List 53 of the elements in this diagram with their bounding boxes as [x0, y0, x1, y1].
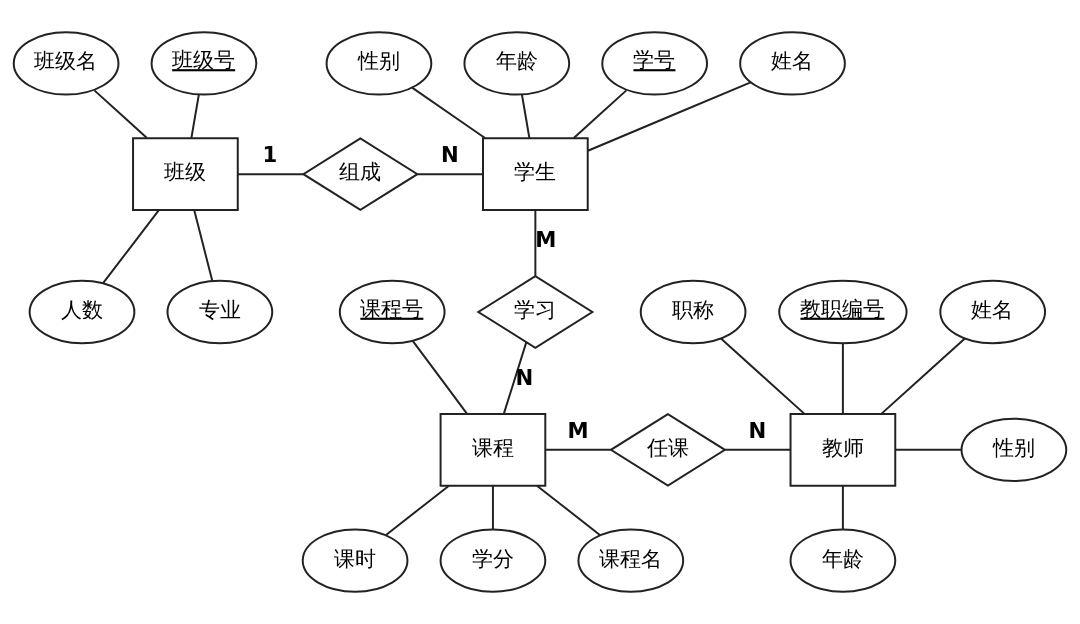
node-box: 班级	[132, 137, 239, 211]
node-box: 课程	[439, 413, 547, 487]
edge-label: N	[748, 417, 767, 443]
node-box: 学生	[482, 137, 589, 211]
edge-label: M	[567, 417, 589, 443]
edge-label: N	[515, 364, 534, 390]
connector	[719, 337, 806, 415]
node-box: 教师	[789, 413, 897, 487]
connector	[190, 93, 200, 140]
connector	[841, 484, 844, 531]
connector	[880, 337, 966, 415]
node-ellipse: 课程名	[577, 528, 685, 593]
connector	[535, 484, 601, 536]
node-ellipse: 职称	[639, 279, 747, 345]
connector	[236, 173, 305, 176]
connector	[102, 208, 161, 285]
connector	[572, 89, 628, 139]
connector	[193, 208, 214, 282]
connector	[520, 93, 531, 140]
connector	[416, 173, 484, 176]
connector	[724, 448, 792, 451]
connector	[385, 484, 450, 536]
node-ellipse: 姓名	[739, 31, 846, 96]
node-ellipse: 班级号	[150, 31, 258, 96]
connector	[502, 341, 528, 415]
connector	[544, 448, 612, 451]
node-ellipse: 年龄	[463, 31, 571, 96]
node-ellipse: 教职编号	[778, 279, 908, 345]
connector	[93, 89, 148, 139]
edge-label: N	[440, 141, 459, 167]
connector	[841, 342, 844, 415]
node-ellipse: 性别	[325, 31, 433, 96]
node-ellipse: 学分	[439, 528, 547, 593]
connector	[586, 81, 752, 152]
connector	[412, 340, 469, 415]
node-ellipse: 学号	[601, 31, 708, 96]
edge-label: M	[535, 226, 557, 252]
node-ellipse: 性别	[960, 417, 1068, 482]
node-ellipse: 专业	[166, 279, 274, 345]
node-ellipse: 课时	[301, 528, 409, 593]
node-diamond: 学习	[476, 275, 595, 349]
node-diamond: 任课	[609, 412, 727, 487]
node-ellipse: 姓名	[939, 279, 1047, 345]
edge-label: 1	[262, 141, 278, 167]
node-diamond: 组成	[301, 137, 420, 212]
connector	[411, 86, 486, 139]
node-ellipse: 人数	[28, 279, 136, 345]
node-ellipse: 课程号	[338, 279, 446, 345]
node-ellipse: 班级名	[12, 31, 120, 96]
connector	[894, 448, 963, 451]
node-ellipse: 年龄	[789, 528, 897, 593]
connector	[534, 208, 537, 277]
connector	[491, 484, 494, 531]
